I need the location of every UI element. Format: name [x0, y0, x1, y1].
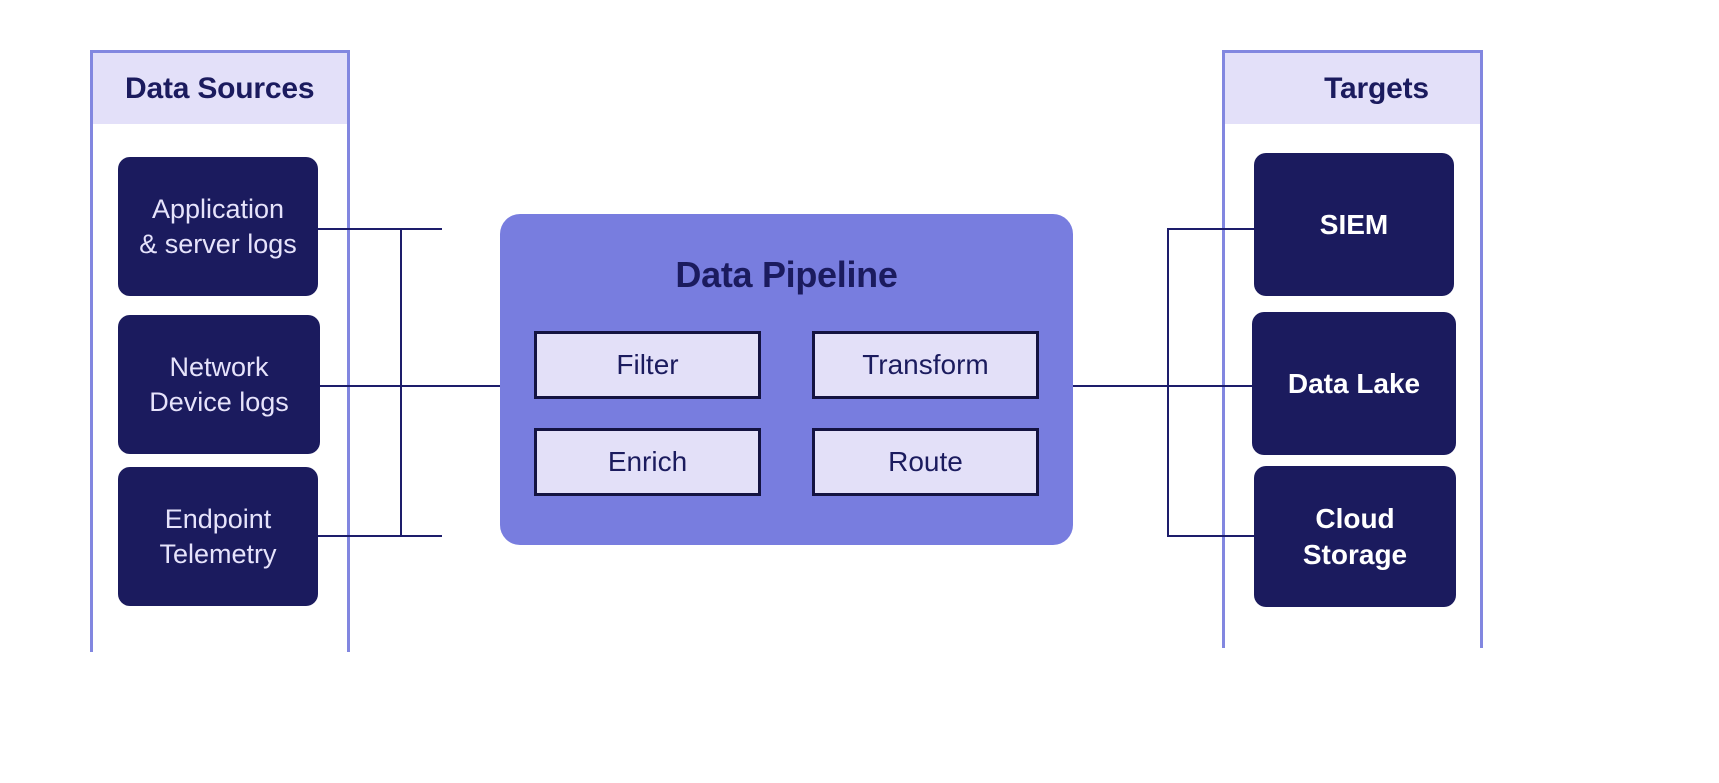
data-pipeline-title: Data Pipeline [675, 254, 898, 295]
connector-source-2-stub [320, 385, 442, 387]
data-sources-title: Data Sources [125, 71, 315, 105]
pipeline-stage-grid: Filter Transform Enrich Route [534, 331, 1039, 496]
target-node-data-lake[interactable]: Data Lake [1252, 312, 1456, 455]
connector-source-3-stub [318, 535, 442, 537]
target-node-label: Cloud Storage [1302, 502, 1408, 570]
source-node-network-device-logs[interactable]: Network Device logs [118, 315, 320, 454]
connector-target-1-stub [1167, 228, 1257, 230]
pipeline-stage-enrich[interactable]: Enrich [534, 428, 761, 496]
pipeline-stage-route[interactable]: Route [812, 428, 1039, 496]
connector-target-3-stub [1167, 535, 1257, 537]
pipeline-stage-label: Enrich [607, 446, 688, 477]
data-pipeline-panel[interactable]: Data Pipeline Filter Transform Enrich Ro… [500, 214, 1073, 545]
connector-sources-trunk [400, 228, 402, 536]
pipeline-stage-filter[interactable]: Filter [534, 331, 761, 399]
target-node-siem[interactable]: SIEM [1254, 153, 1454, 296]
source-node-label: Network Device logs [149, 351, 289, 417]
data-sources-header: Data Sources [93, 53, 347, 124]
pipeline-stage-label: Transform [862, 349, 989, 380]
targets-header: Targets [1225, 53, 1480, 124]
source-node-endpoint-telemetry[interactable]: Endpoint Telemetry [118, 467, 318, 606]
connector-sources-to-pipeline [400, 385, 502, 387]
target-node-label: SIEM [1319, 208, 1389, 240]
pipeline-stage-transform[interactable]: Transform [812, 331, 1039, 399]
pipeline-stage-label: Filter [616, 349, 679, 380]
connector-target-2-stub [1167, 385, 1257, 387]
source-node-label: Endpoint Telemetry [159, 503, 277, 569]
targets-group: Targets [1222, 50, 1483, 648]
connector-source-1-stub [318, 228, 442, 230]
pipeline-stage-label: Route [888, 446, 963, 477]
target-node-cloud-storage[interactable]: Cloud Storage [1254, 466, 1456, 607]
source-node-label: Application & server logs [139, 193, 297, 259]
targets-title: Targets [1324, 71, 1429, 105]
source-node-application-server-logs[interactable]: Application & server logs [118, 157, 318, 296]
connector-pipeline-to-targets [1073, 385, 1169, 387]
connector-targets-trunk [1167, 228, 1169, 536]
target-node-label: Data Lake [1287, 367, 1421, 399]
data-sources-group: Data Sources [90, 50, 350, 652]
